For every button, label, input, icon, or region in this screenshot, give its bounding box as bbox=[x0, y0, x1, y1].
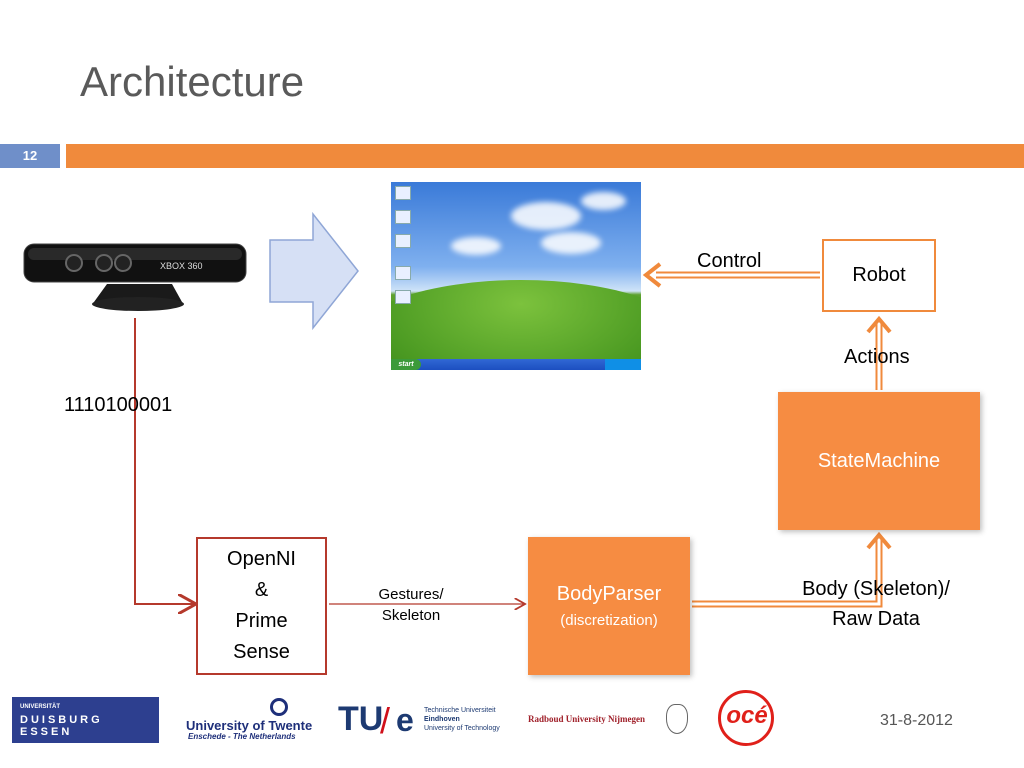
arrow-kinect-to-openni bbox=[134, 318, 194, 604]
desktop-icon bbox=[395, 210, 411, 224]
tue-text-line-3: University of Technology bbox=[424, 725, 500, 732]
desktop-icon bbox=[395, 290, 411, 304]
bodyparser-label: BodyParser bbox=[556, 583, 662, 605]
statemachine-label: StateMachine bbox=[817, 449, 941, 472]
kinect-sensor-image: XBOX 360 bbox=[23, 243, 247, 311]
bodyparser-box: BodyParser (discretization) bbox=[528, 537, 690, 675]
logo-university-duisburg-essen: UNIVERSITÄT DUISBURG ESSEN bbox=[12, 697, 159, 743]
openni-box: OpenNI & Prime Sense bbox=[196, 537, 327, 675]
tue-e: e bbox=[396, 702, 414, 738]
body-line-2: Raw Data bbox=[832, 608, 920, 630]
system-tray bbox=[605, 359, 641, 370]
slide-date: 31-8-2012 bbox=[880, 712, 953, 729]
desktop-icon bbox=[395, 234, 411, 248]
openni-line-4: Sense bbox=[233, 641, 290, 663]
desktop-icon bbox=[395, 186, 411, 200]
robot-label: Robot bbox=[852, 264, 906, 286]
arrow-bodyparser-to-statemachine bbox=[692, 531, 892, 608]
desktop-screenshot: start bbox=[391, 182, 641, 370]
start-button: start bbox=[391, 359, 421, 370]
tue-text-line-1: Technische Universiteit bbox=[424, 707, 496, 714]
slide-title: Architecture bbox=[80, 58, 305, 105]
logo-tu-eindhoven: TU / e Technische Universiteit Eindhoven… bbox=[338, 700, 503, 741]
tue-text: Technische Universiteit Eindhoven Univer… bbox=[424, 706, 500, 733]
header-bar bbox=[66, 144, 1024, 168]
utwente-location: Enschede - The Netherlands bbox=[188, 732, 296, 741]
gestures-skeleton-label: Gestures/ Skeleton bbox=[366, 584, 456, 626]
openni-line-3: Prime bbox=[235, 610, 288, 632]
block-arrow bbox=[269, 211, 359, 331]
body-line-1: Body (Skeleton)/ bbox=[802, 578, 950, 600]
openni-line-2: & bbox=[254, 579, 269, 601]
tue-text-line-2: Eindhoven bbox=[424, 716, 460, 723]
radboud-name: Radboud University Nijmegen bbox=[528, 714, 646, 724]
oce-name: océ bbox=[726, 702, 768, 729]
ude-line-3: ESSEN bbox=[20, 726, 73, 738]
logo-radboud-university: Radboud University Nijmegen bbox=[528, 702, 690, 738]
oce-ring-icon bbox=[718, 690, 774, 746]
ude-line-2: DUISBURG bbox=[20, 714, 103, 726]
taskbar bbox=[391, 359, 641, 370]
robot-box: Robot bbox=[822, 239, 936, 312]
statemachine-box: StateMachine bbox=[778, 392, 980, 530]
gestures-line-2: Skeleton bbox=[381, 607, 441, 624]
bodyparser-sublabel: (discretization) bbox=[560, 612, 658, 629]
logo-university-of-twente: University of Twente Enschede - The Neth… bbox=[186, 698, 312, 744]
slide-number: 12 bbox=[0, 144, 60, 168]
kinect-brand-text: XBOX 360 bbox=[160, 261, 203, 271]
tue-slash: / bbox=[380, 700, 391, 741]
openni-line-1: OpenNI bbox=[227, 548, 296, 570]
tue-tu: TU bbox=[338, 700, 384, 738]
ude-line-1: UNIVERSITÄT bbox=[20, 704, 61, 710]
actions-label: Actions bbox=[844, 346, 910, 368]
arrow-statemachine-to-robot bbox=[866, 315, 892, 390]
gestures-line-1: Gestures/ bbox=[378, 586, 444, 603]
binary-data-label: 1110100001 bbox=[64, 394, 173, 416]
body-raw-data-label: Body (Skeleton)/ Raw Data bbox=[778, 574, 974, 634]
arrow-robot-to-desktop bbox=[642, 262, 820, 288]
utwente-mark-icon bbox=[270, 698, 288, 716]
radboud-seal-icon bbox=[666, 704, 688, 734]
desktop-icon bbox=[395, 266, 411, 280]
utwente-name: University of Twente bbox=[186, 718, 313, 733]
control-label: Control bbox=[697, 250, 762, 272]
logo-oce: océ bbox=[718, 690, 778, 746]
